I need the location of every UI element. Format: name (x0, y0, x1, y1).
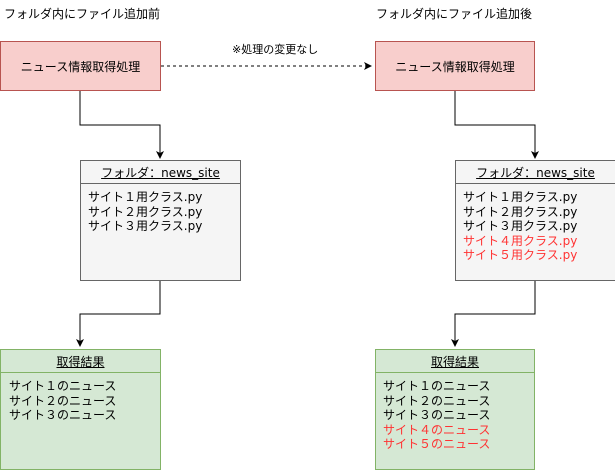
folder-title: フォルダ：news_site (456, 161, 615, 184)
process-box-after: ニュース情報取得処理 (375, 41, 535, 91)
list-item: サイト３のニュース (383, 408, 491, 422)
caption-after: フォルダ内にファイル追加後 (376, 7, 533, 21)
result-box-before: 取得結果 サイト１のニュースサイト２のニュースサイト３のニュース (0, 349, 161, 470)
list-item: サイト４のニュース (383, 422, 491, 437)
process-label: ニュース情報取得処理 (395, 59, 515, 74)
list-item: サイト３用クラス.py (463, 219, 578, 233)
process-box-before: ニュース情報取得処理 (0, 41, 161, 91)
result-title: 取得結果 (1, 350, 160, 373)
list-item: サイト３のニュース (9, 408, 117, 422)
list-item: サイト３用クラス.py (88, 219, 203, 233)
list-item: サイト１用クラス.py (463, 190, 578, 204)
edge-folder-to-result-before (76, 281, 161, 347)
edge-folder-to-result-after (451, 281, 536, 347)
list-item: サイト２用クラス.py (463, 204, 578, 219)
list-item: サイト１用クラス.py (88, 190, 203, 204)
result-list: サイト１のニュースサイト２のニュースサイト３のニュース (1, 373, 160, 423)
list-item: サイト２用クラス.py (88, 204, 203, 219)
result-box-after: 取得結果 サイト１のニュースサイト２のニュースサイト３のニュースサイト４のニュー… (375, 349, 535, 470)
edge-process-to-folder-after (454, 91, 539, 159)
list-item: サイト１のニュース (9, 379, 117, 393)
result-list: サイト１のニュースサイト２のニュースサイト３のニュースサイト４のニュースサイト５… (376, 373, 534, 452)
folder-title: フォルダ：news_site (81, 161, 240, 184)
process-label: ニュース情報取得処理 (20, 59, 141, 74)
list-item: サイト４用クラス.py (463, 233, 578, 248)
connector-label: ※処理の変更なし (232, 43, 319, 56)
result-title: 取得結果 (376, 350, 534, 373)
edge-process-to-folder-before (79, 91, 164, 159)
list-item: サイト５用クラス.py (463, 248, 578, 262)
list-item: サイト５のニュース (383, 437, 491, 451)
caption-before: フォルダ内にファイル追加前 (4, 7, 161, 21)
list-item: サイト１のニュース (383, 379, 491, 393)
list-item: サイト２のニュース (383, 393, 491, 408)
list-item: サイト２のニュース (9, 393, 117, 408)
